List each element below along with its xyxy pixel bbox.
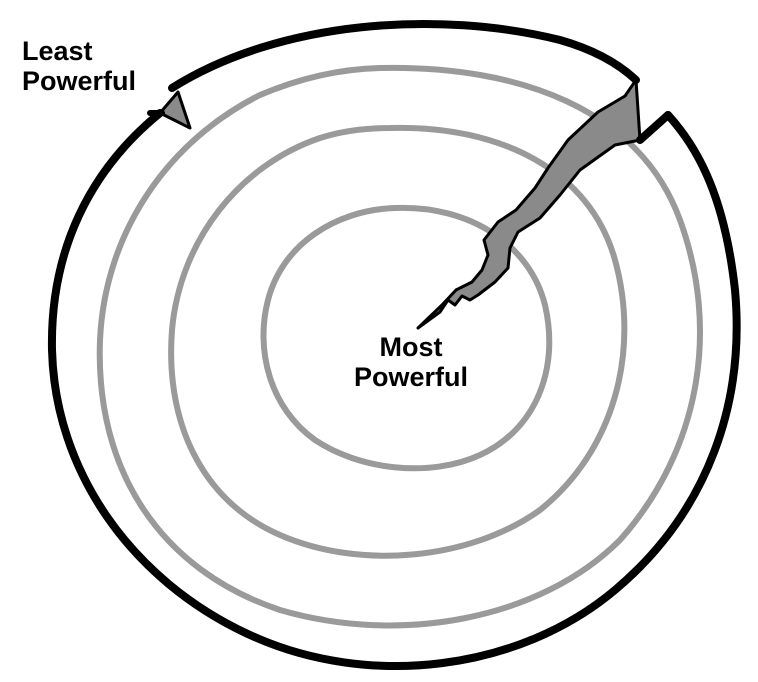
- most-powerful-line2: Powerful: [326, 362, 496, 392]
- crack: [418, 80, 640, 328]
- outer-ring-notch: [160, 92, 190, 128]
- outer-ring-top: [172, 24, 636, 88]
- least-powerful-line2: Powerful: [22, 66, 136, 96]
- crack-outer-edge: [640, 115, 668, 140]
- most-powerful-line1: Most: [326, 332, 496, 362]
- most-powerful-label: Most Powerful: [326, 332, 496, 392]
- least-powerful-line1: Least: [22, 36, 136, 66]
- least-powerful-label: Least Powerful: [22, 36, 136, 96]
